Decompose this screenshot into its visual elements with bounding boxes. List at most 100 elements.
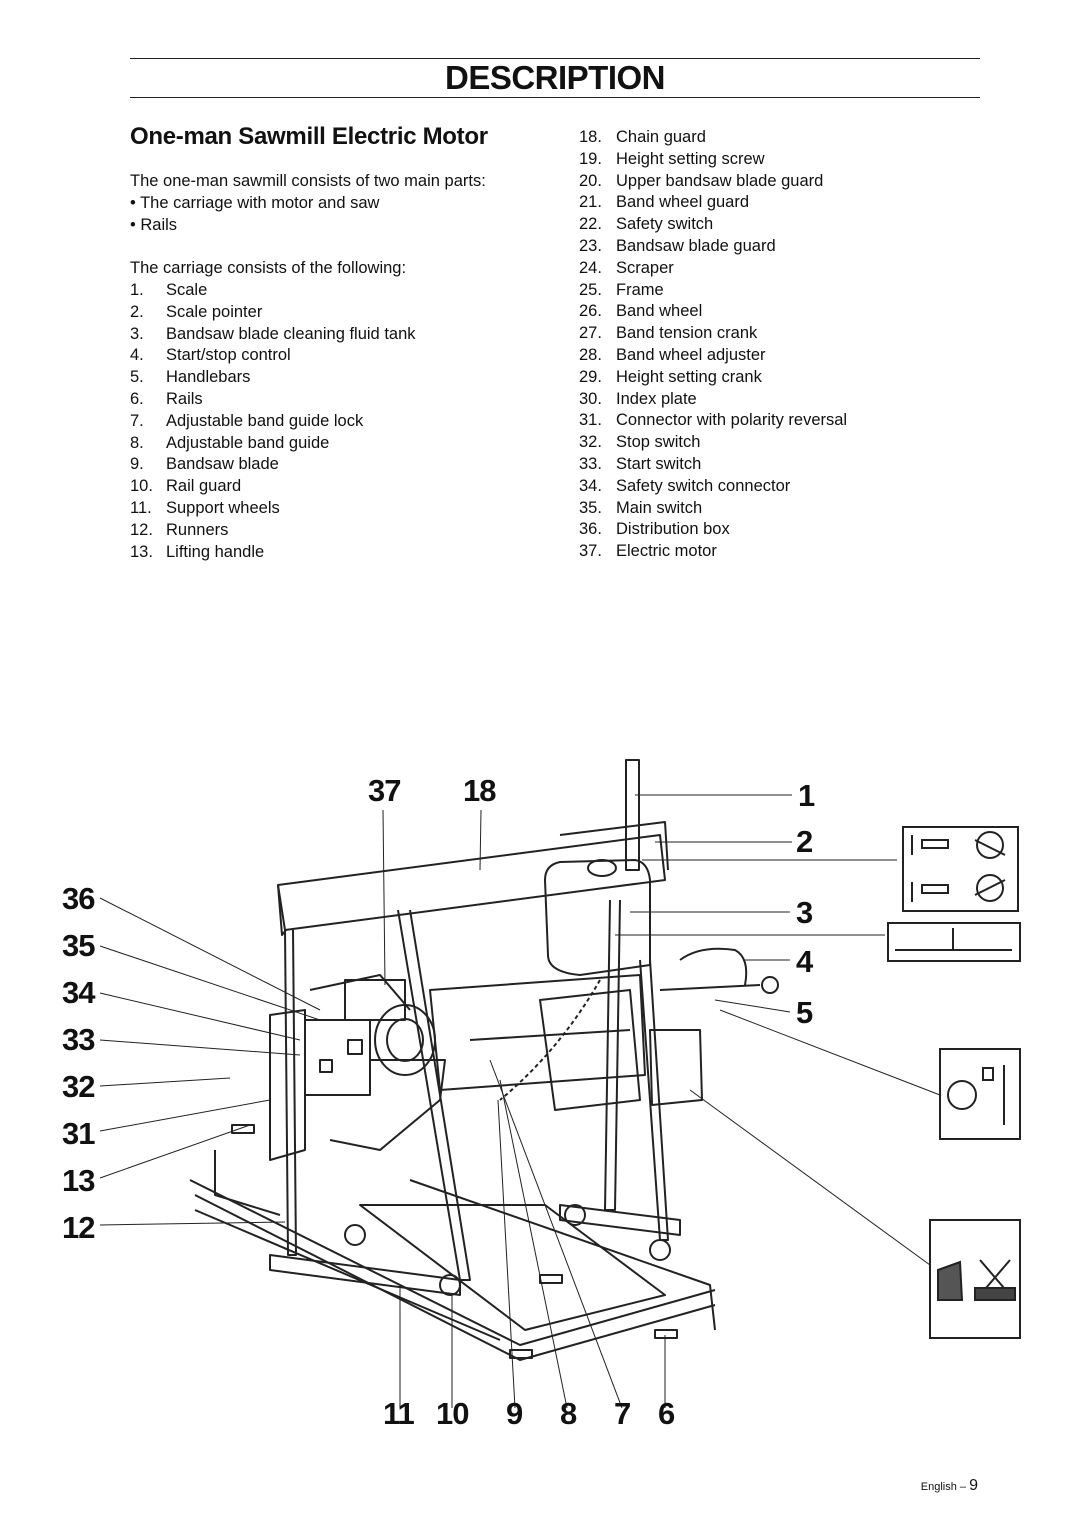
part-label: Safety switch [616, 215, 714, 234]
parts-list-item: 10.Rail guard [130, 476, 416, 498]
callout-9: 9 [506, 1396, 523, 1431]
frame-post-mid [397, 909, 471, 1281]
part-label: Safety switch connector [616, 476, 791, 495]
callout-10: 10 [436, 1396, 469, 1431]
footer-language: English [920, 1481, 957, 1493]
part-label: Stop switch [616, 433, 701, 452]
parts-list-item: 9. Bandsaw blade [130, 454, 416, 476]
part-label: Height setting screw [616, 149, 765, 168]
scale-symbol-plate [902, 826, 1019, 912]
part-label: Upper bandsaw blade guard [616, 171, 824, 190]
part-label: Bandsaw blade cleaning fluid tank [166, 324, 416, 343]
callout-31: 31 [62, 1116, 95, 1151]
part-number: 21. [579, 193, 602, 212]
part-label: Bandsaw blade guard [616, 236, 776, 255]
callout-34: 34 [62, 975, 95, 1010]
part-number: 28. [579, 345, 602, 364]
parts-list-item: 8.Adjustable band guide [130, 433, 416, 455]
parts-list-item: 34. Safety switch connector [579, 476, 847, 498]
part-number: 9. [130, 455, 144, 474]
part-label: Connector with polarity reversal [616, 411, 848, 430]
carriage-intro: The carriage consists of the following: [130, 259, 407, 277]
index-symbol-plate [887, 922, 1021, 962]
rail-left [214, 1150, 281, 1216]
parts-list-item: 12. Runners [130, 520, 416, 542]
part-number: 24. [579, 258, 602, 277]
part-number: 33. [579, 454, 602, 473]
callout-37: 37 [368, 773, 401, 808]
parts-list-item: 13.Lifting handle [130, 542, 416, 564]
parts-list-item: 1. Scale [130, 280, 416, 302]
callout-35: 35 [62, 928, 95, 963]
callout-8: 8 [560, 1396, 577, 1431]
part-label: Start/stop control [166, 346, 291, 365]
frame-post-left [284, 929, 297, 1256]
fluid-tank [544, 859, 651, 976]
part-label: Rail guard [166, 477, 242, 496]
rail-front-inner [194, 1194, 716, 1361]
part-label: Start switch [616, 454, 702, 473]
callout-5: 5 [796, 995, 813, 1030]
parts-list-item: 19. Height setting screw [579, 149, 847, 171]
part-number: 35. [579, 498, 602, 517]
part-number: 3. [130, 324, 144, 343]
rail-back [194, 1209, 501, 1341]
parts-list-item: 22.Safety switch [579, 214, 847, 236]
page-title: DESCRIPTION [444, 59, 666, 96]
part-label: Distribution box [616, 520, 730, 539]
intro-text: The one-man sawmill consists of two main… [130, 172, 486, 190]
callout-6: 6 [658, 1396, 675, 1431]
parts-list-item: 31.Connector with polarity reversal [579, 410, 847, 432]
part-label: Handlebars [166, 368, 251, 387]
parts-list-item: 18. Chain guard [579, 127, 847, 149]
parts-list-item: 2.Scale pointer [130, 302, 416, 324]
part-number: 8. [130, 433, 144, 452]
part-label: Frame [616, 280, 664, 299]
part-number: 34. [579, 476, 602, 495]
part-number: 23. [579, 236, 602, 255]
part-number: 2. [130, 302, 144, 321]
parts-list-item: 28.Band wheel adjuster [579, 345, 847, 367]
part-label: Scraper [616, 258, 674, 277]
callout-13: 13 [62, 1163, 95, 1198]
part-label: Runners [166, 520, 229, 539]
callout-32: 32 [62, 1069, 95, 1104]
cable [499, 979, 601, 1101]
parts-list-item: 7.Adjustable band guide lock [130, 411, 416, 433]
part-number: 13. [130, 542, 153, 561]
callout-7: 7 [614, 1396, 631, 1431]
parts-list-item: 3. Bandsaw blade cleaning fluid tank [130, 324, 416, 346]
parts-list-item: 6.Rails [130, 389, 416, 411]
lower-beam [269, 1254, 461, 1296]
bullet-rails: • Rails [130, 216, 178, 234]
part-number: 30. [579, 389, 602, 408]
part-number: 7. [130, 411, 144, 430]
part-label: Electric motor [616, 542, 717, 561]
safety-symbol-plate [939, 1048, 1021, 1140]
parts-list-item: 35.Main switch [579, 498, 847, 520]
part-number: 19. [579, 149, 602, 168]
part-number: 32. [579, 433, 602, 452]
part-number: 12. [130, 520, 153, 539]
part-label: Index plate [616, 389, 697, 408]
parts-list-item: 24. Scraper [579, 258, 847, 280]
part-label: Chain guard [616, 128, 706, 146]
callout-33: 33 [62, 1022, 95, 1057]
parts-list-item: 32. Stop switch [579, 432, 847, 454]
part-number: 20. [579, 171, 602, 190]
part-number: 29. [579, 367, 602, 386]
part-number: 1. [130, 281, 144, 299]
callout-36: 36 [62, 881, 95, 916]
parts-list-item: 29.Height setting crank [579, 367, 847, 389]
bullet-carriage: • The carriage with motor and saw [130, 194, 380, 212]
part-label: Bandsaw blade [166, 455, 279, 474]
rail-far [409, 1179, 716, 1331]
part-number: 37. [579, 542, 602, 561]
part-label: Scale [166, 281, 208, 299]
parts-list-item: 30. Index plate [579, 389, 847, 411]
part-number: 18. [579, 128, 602, 146]
part-number: 4. [130, 346, 144, 365]
scale-post [625, 759, 640, 871]
